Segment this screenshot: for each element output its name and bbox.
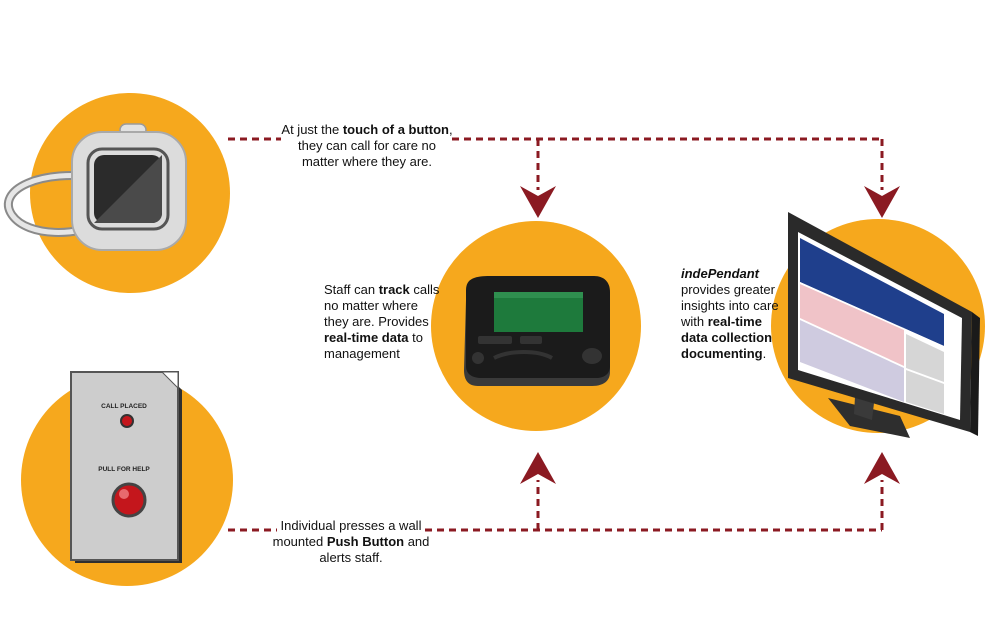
arrow-up-monitor-icon: [864, 452, 900, 484]
wall-push-button-icon: CALL PLACED PULL FOR HELP: [70, 371, 182, 563]
pull-button: [111, 482, 147, 518]
call-placed-light: [120, 414, 134, 428]
arrow-down-monitor-icon: [864, 186, 900, 218]
arrow-up-pager-icon: [520, 452, 556, 484]
computer-monitor-icon: [788, 212, 980, 438]
call-placed-label: CALL PLACED: [101, 403, 147, 410]
brand-name: indePendant: [681, 266, 760, 281]
pendant-call-button-icon: [3, 123, 187, 251]
pager-caption-bold-data: real-time data: [324, 330, 409, 345]
pager-caption-text: Staff can: [324, 282, 379, 297]
pager-caption-text-mid: calls no matter where they are. Provides: [324, 282, 440, 329]
wall-caption-bold: Push Button: [326, 534, 405, 549]
pendant-caption-text-end: , they can call for care no matter where…: [297, 122, 453, 169]
monitor-caption: indePendant provides greater insights in…: [681, 266, 783, 362]
pendant-caption-bold: touch of a button: [342, 122, 449, 137]
monitor-blue-band: [800, 238, 944, 346]
arrowheads: [520, 186, 900, 484]
monitor-pink-band: [800, 282, 944, 352]
wall-caption-text: Individual presses a wall mounted: [272, 518, 422, 549]
pull-for-help-label: PULL FOR HELP: [98, 466, 150, 473]
monitor-caption-text-end: .: [762, 346, 767, 361]
wall-caption: Individual presses a wall mounted Push B…: [270, 518, 432, 566]
pager-icon: [464, 276, 610, 386]
pager-caption-text-end: to management: [324, 330, 424, 361]
monitor-caption-bold: real-time data collection documenting: [681, 314, 773, 361]
pager-caption-bold-track: track: [378, 282, 410, 297]
pager-caption: Staff can track calls no matter where th…: [324, 282, 440, 362]
connector-lines: [228, 137, 884, 532]
monitor-caption-text: provides greater insights into care with: [681, 282, 779, 329]
pendant-caption-text: At just the: [281, 122, 343, 137]
arrow-down-pager-icon: [520, 186, 556, 218]
wall-caption-text-end: and alerts staff.: [319, 534, 430, 565]
pendant-caption: At just the touch of a button, they can …: [278, 122, 456, 170]
